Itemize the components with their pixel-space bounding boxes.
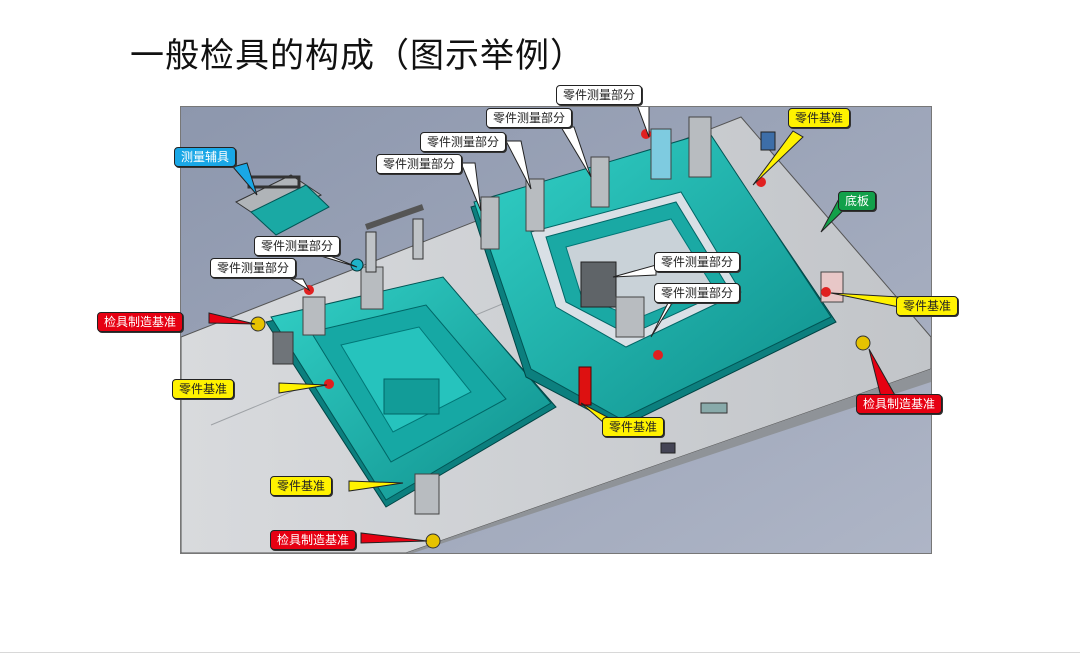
callout-part-datum-1: 零件基准 (788, 108, 851, 128)
callout-part-datum-5: 零件基准 (270, 476, 333, 496)
callout-measure-aid: 测量辅具 (174, 147, 237, 167)
callout-fixture-datum-2: 检具制造基准 (856, 394, 943, 414)
left-fixture-frame (265, 266, 557, 515)
callout-part-datum-4: 零件基准 (602, 417, 665, 437)
callout-fixture-datum-1: 检具制造基准 (97, 312, 184, 332)
callout-part-datum-2: 零件基准 (896, 296, 959, 316)
measuring-aid (234, 174, 330, 236)
bottom-divider (0, 652, 1080, 653)
right-fixture-frame (470, 116, 844, 428)
callout-part-measure-7: 零件测量部分 (654, 252, 741, 272)
callout-part-measure-8: 零件测量部分 (654, 283, 741, 303)
callout-base-plate: 底板 (838, 191, 877, 211)
callout-part-measure-5: 零件测量部分 (254, 236, 341, 256)
callout-part-measure-4: 零件测量部分 (376, 154, 463, 174)
callout-part-datum-3: 零件基准 (172, 379, 235, 399)
callout-part-measure-3: 零件测量部分 (420, 132, 507, 152)
callout-part-measure-2: 零件测量部分 (486, 108, 573, 128)
callout-part-measure-6: 零件测量部分 (210, 258, 297, 278)
callout-fixture-datum-3: 检具制造基准 (270, 530, 357, 550)
page-title: 一般检具的构成（图示举例） (130, 36, 585, 76)
callout-part-measure-1: 零件测量部分 (556, 85, 643, 105)
